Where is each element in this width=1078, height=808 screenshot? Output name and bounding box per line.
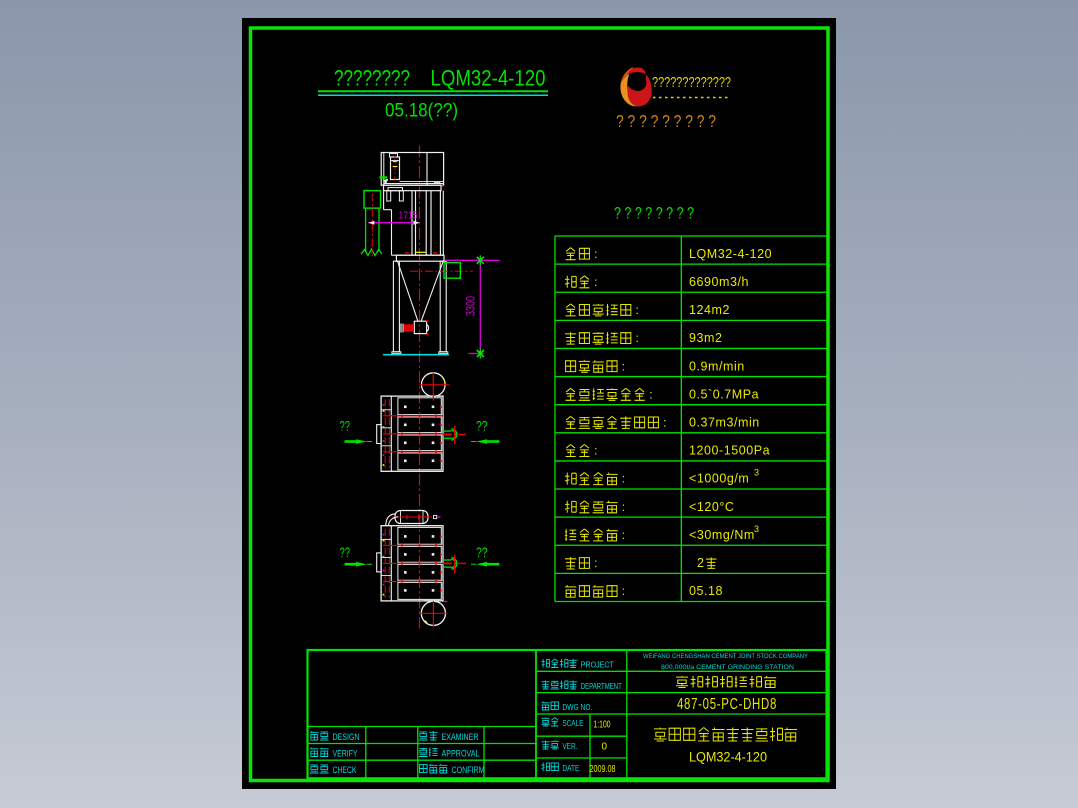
svg-text:??: ??	[340, 418, 351, 434]
svg-text:VERIFY: VERIFY	[333, 749, 358, 759]
svg-text:?????????????: ?????????????	[652, 75, 731, 91]
svg-text:? ? ? ? ? ? ? ?: ? ? ? ? ? ? ? ?	[614, 205, 694, 223]
svg-text:CHECK: CHECK	[333, 765, 357, 775]
svg-text::: :	[622, 528, 625, 542]
svg-text:0.37m3/min: 0.37m3/min	[689, 416, 760, 430]
svg-text:<30mg/Nm: <30mg/Nm	[689, 528, 755, 542]
svg-text::: :	[594, 275, 597, 289]
svg-text:1715: 1715	[399, 211, 418, 222]
svg-text:DATE: DATE	[562, 763, 579, 773]
svg-text::: :	[594, 556, 597, 570]
svg-text:LQM32-4-120: LQM32-4-120	[689, 750, 767, 765]
svg-text:1200-1500Pa: 1200-1500Pa	[689, 444, 770, 458]
svg-text::: :	[663, 416, 666, 430]
svg-text:WEIFANG CHENGSHAN CEMENT JOINT: WEIFANG CHENGSHAN CEMENT JOINT STOCK COM…	[643, 654, 808, 660]
svg-text::: :	[636, 331, 639, 345]
svg-text:??: ??	[476, 544, 488, 560]
svg-text:<1000g/m: <1000g/m	[689, 472, 749, 486]
svg-text:3: 3	[754, 468, 759, 478]
svg-text::: :	[622, 472, 625, 486]
svg-text:APPROVAL: APPROVAL	[442, 749, 480, 759]
svg-text:05.18: 05.18	[689, 584, 723, 598]
svg-text:PROJECT: PROJECT	[581, 660, 614, 670]
svg-text:LQM32-4-120: LQM32-4-120	[689, 247, 772, 261]
svg-text:VER.: VER.	[562, 741, 577, 751]
svg-text:0.9m/min: 0.9m/min	[689, 359, 745, 373]
svg-text:0.5`0.7MPa: 0.5`0.7MPa	[689, 387, 759, 401]
svg-text:DWG NO.: DWG NO.	[562, 702, 592, 712]
svg-text::: :	[594, 247, 597, 261]
svg-text:DESIGN: DESIGN	[333, 732, 360, 742]
svg-text::: :	[622, 584, 625, 598]
svg-text::: :	[594, 444, 597, 458]
svg-text:SCALE: SCALE	[562, 718, 583, 728]
svg-text:1:100: 1:100	[594, 720, 611, 731]
svg-text:<120°C: <120°C	[689, 500, 734, 514]
svg-text:??: ??	[476, 418, 488, 434]
svg-text:6690m3/h: 6690m3/h	[689, 275, 749, 289]
svg-text:05.18(??): 05.18(??)	[385, 101, 458, 122]
svg-text:? ? ? ? ? ? ? ? ?: ? ? ? ? ? ? ? ? ?	[616, 111, 716, 131]
svg-text:3300: 3300	[463, 296, 477, 316]
svg-text:DEPARTMENT: DEPARTMENT	[581, 681, 622, 691]
svg-text:124m2: 124m2	[689, 303, 730, 317]
svg-text:2: 2	[697, 556, 704, 570]
svg-text:487-05-PC-DHD8: 487-05-PC-DHD8	[677, 696, 777, 713]
svg-text::: :	[622, 359, 625, 373]
svg-text:800,000t/a CEMENT GRINDING STA: 800,000t/a CEMENT GRINDING STATION	[661, 665, 794, 671]
svg-text:93m2: 93m2	[689, 331, 722, 345]
svg-text:3: 3	[754, 524, 759, 534]
svg-text::: :	[622, 500, 625, 514]
svg-text:EXAMINER: EXAMINER	[442, 732, 479, 742]
svg-text::: :	[649, 387, 652, 401]
svg-text:2009.08: 2009.08	[590, 764, 616, 775]
svg-text:????????: ????????	[334, 66, 410, 91]
svg-text::: :	[636, 303, 639, 317]
svg-text:??: ??	[340, 544, 351, 560]
svg-text:LQM32-4-120: LQM32-4-120	[431, 66, 546, 91]
svg-text:0: 0	[602, 742, 608, 753]
svg-text:CONFIRM: CONFIRM	[452, 765, 485, 775]
